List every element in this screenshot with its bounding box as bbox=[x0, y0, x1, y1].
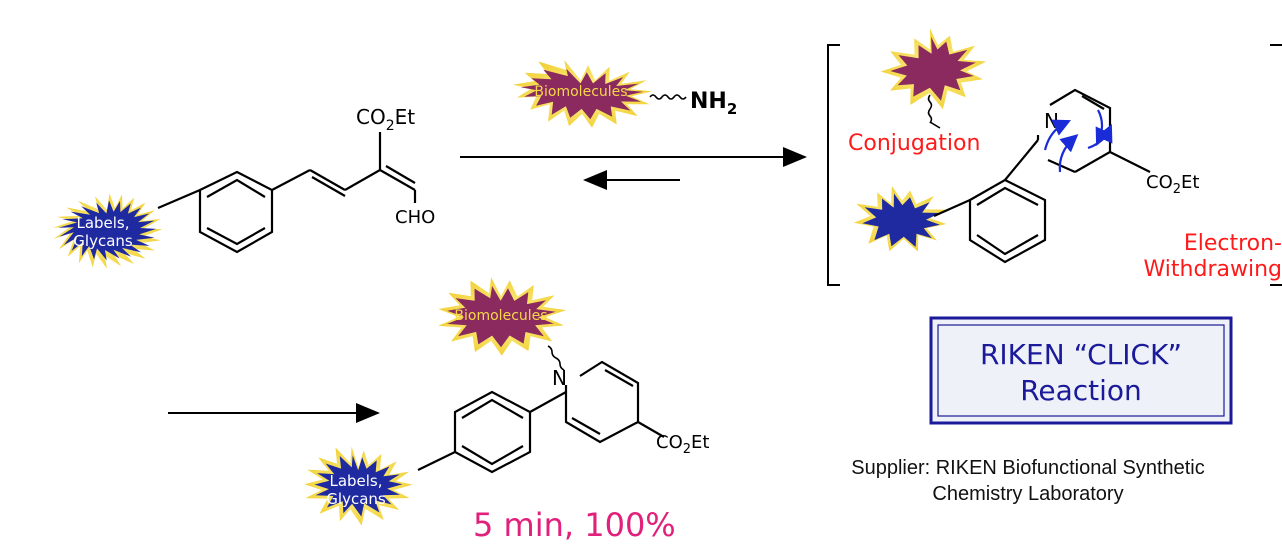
product-label-burst: Labels, Glycans bbox=[304, 446, 413, 526]
intermediate-structure bbox=[927, 88, 1151, 264]
reactant-tag-line2: Glycans bbox=[73, 232, 133, 250]
burst-core-purple bbox=[520, 68, 644, 120]
product-tag-line2: Glycans bbox=[326, 490, 386, 508]
aldehyde-label: CHO bbox=[395, 207, 435, 228]
reactant-structure bbox=[157, 132, 417, 254]
supplier-line1: Supplier: RIKEN Biofunctional Synthetic bbox=[851, 457, 1205, 479]
wavy-bond-amine bbox=[649, 94, 687, 100]
ewg-label-line1: Electron- bbox=[1184, 231, 1282, 256]
product-tag-line1: Labels, bbox=[329, 472, 382, 490]
amine-reagent-burst: Biomolecules bbox=[512, 60, 653, 128]
wavy-bond-intermediate bbox=[927, 94, 933, 124]
riken-click-box: RIKEN “CLICK” Reaction bbox=[929, 316, 1233, 425]
ester-sub: 2 bbox=[1173, 182, 1181, 197]
burst-core-purple bbox=[890, 36, 976, 101]
svg-text:CO2Et: CO2Et bbox=[356, 105, 415, 134]
product-ester: CO2Et bbox=[656, 432, 709, 457]
product-structure bbox=[417, 345, 665, 474]
product-bio-tag: Biomolecules bbox=[454, 308, 547, 324]
ester-co: CO bbox=[656, 432, 683, 453]
ester-et: Et bbox=[691, 432, 709, 453]
ewg-label-line2: Withdrawing bbox=[1144, 257, 1282, 282]
amine-nh: NH bbox=[690, 89, 727, 114]
burst-core-purple bbox=[447, 286, 556, 348]
ester-et: Et bbox=[1181, 172, 1199, 193]
burst-core-blue bbox=[58, 200, 157, 261]
reactant-tag-line1: Labels, bbox=[76, 214, 129, 232]
supplier-line2: Chemistry Laboratory bbox=[932, 483, 1123, 505]
burst-core-blue bbox=[862, 193, 941, 247]
amine-formula: NH2 bbox=[690, 89, 737, 118]
burst-core-blue bbox=[314, 455, 403, 517]
reactant-ester-label: CO2Et bbox=[356, 105, 415, 134]
box-line1: RIKEN “CLICK” bbox=[980, 338, 1182, 371]
intermediate-ester: CO2Et bbox=[1146, 172, 1199, 197]
box-line2: Reaction bbox=[1020, 374, 1142, 407]
reactant-label-burst: Labels, Glycans bbox=[53, 193, 163, 269]
intermediate-label-burst bbox=[854, 186, 947, 252]
ester-co: CO bbox=[1146, 172, 1173, 193]
amine-sub: 2 bbox=[727, 100, 737, 118]
product-nitrogen: N bbox=[552, 366, 567, 390]
ester-sub: 2 bbox=[683, 442, 691, 457]
ester-sub: 2 bbox=[386, 118, 395, 134]
conjugation-label: Conjugation bbox=[848, 131, 980, 156]
ester-et: Et bbox=[395, 105, 416, 129]
yield-text: 5 min, 100% bbox=[473, 506, 676, 544]
ester-co: CO bbox=[356, 105, 386, 129]
wavy-bond-product bbox=[547, 345, 565, 371]
intermediate-bio-burst bbox=[880, 28, 987, 110]
amine-tag: Biomolecules bbox=[534, 84, 627, 100]
product-bio-burst: Biomolecules bbox=[438, 277, 567, 356]
curly-arrows bbox=[1043, 109, 1113, 173]
left-bracket bbox=[827, 44, 840, 286]
